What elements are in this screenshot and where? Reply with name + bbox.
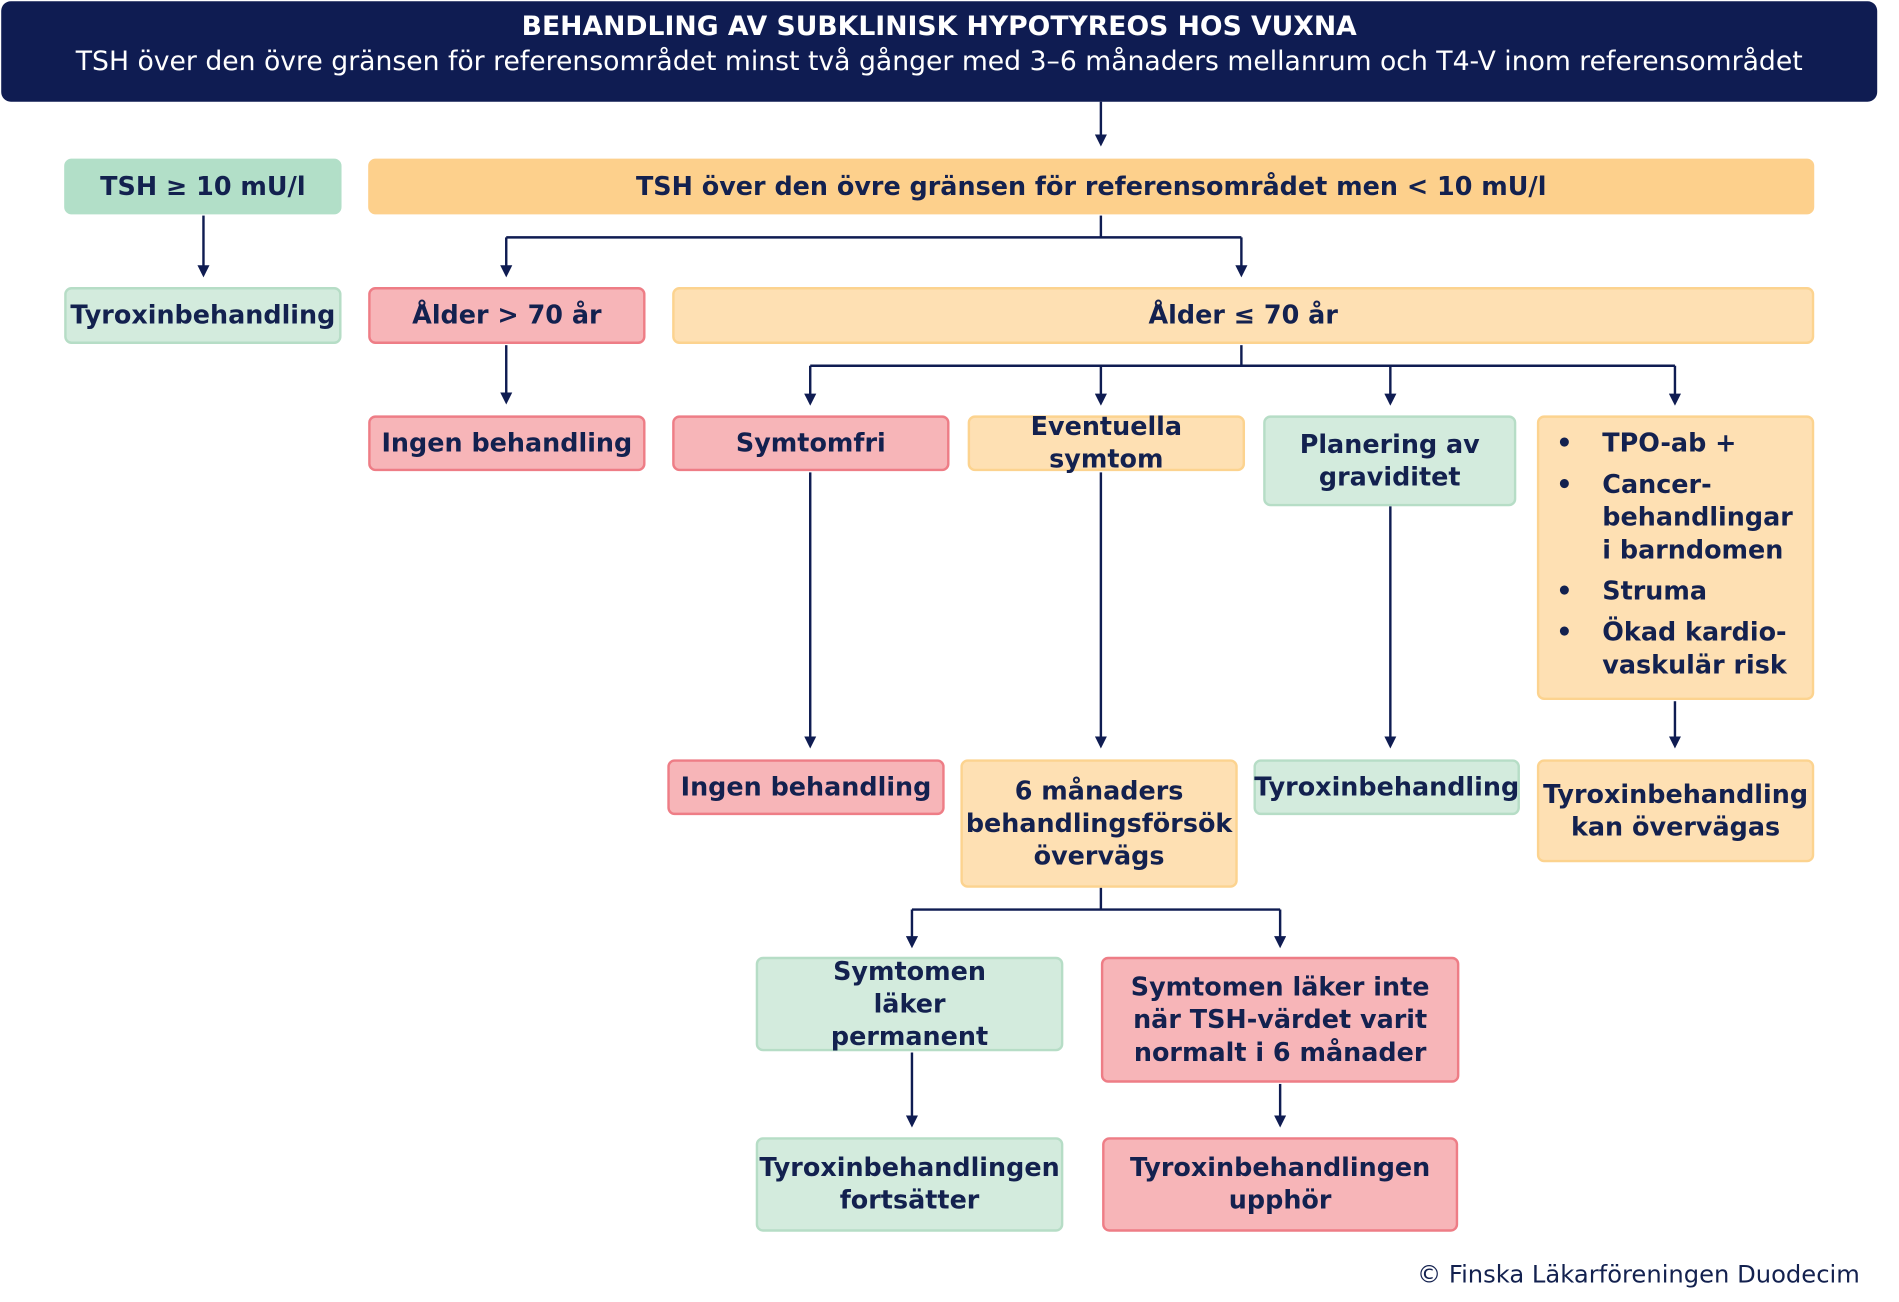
treatment-trial-box: 6 månaders behandlingsförsök övervägs [960,759,1238,888]
risk-item: •Struma [1539,575,1811,608]
symptomfree-box: Symtomfri [672,415,950,472]
pregnancy-planning-box: Planering av graviditet [1263,415,1517,507]
age-over-70-box: Ålder > 70 år [368,287,646,344]
bullet-icon: • [1556,576,1573,606]
risk-factors-box: •TPO-ab + •Cancer-behandlingar i barndom… [1536,415,1815,701]
no-treatment-box-2: Ingen behandling [667,759,945,816]
tsh-mid-box: TSH över den övre gränsen för referensom… [368,158,1815,215]
risk-item: •TPO-ab + [1539,428,1811,461]
treatment-continues-box: Tyroxinbehandlingen fortsätter [755,1137,1064,1232]
bullet-icon: • [1556,469,1573,499]
risk-item: •Cancer-behandlingar i barndomen [1556,469,1793,565]
tyroxin-pregnancy-box: Tyroxinbehandling [1253,759,1520,816]
treatment-stops-box: Tyroxinbehandlingen upphör [1102,1137,1459,1232]
no-treatment-box-1: Ingen behandling [368,415,646,472]
possible-symptoms-box: Eventuella symtom [967,412,1246,474]
copyright-text: © Finska Läkarföreningen Duodecim [1416,1259,1860,1289]
risk-item: •Ökad kardio-vaskulär risk [1556,617,1787,680]
bullet-icon: • [1556,617,1573,647]
header-subtitle: TSH över den övre gränsen för referensom… [75,47,1803,78]
symptoms-relieved-box: Symtomen läker permanent [755,956,1064,1052]
tsh-high-box: TSH ≥ 10 mU/l [64,158,342,215]
symptoms-not-relieved-box: Symtomen läker inte när TSH-värdet varit… [1100,956,1460,1083]
tyroxin-left-box: Tyroxinbehandling [64,287,342,344]
age-under-70-box: Ålder ≤ 70 år [672,287,1815,344]
bullet-icon: • [1556,428,1573,458]
header-title: BEHANDLING AV SUBKLINISK HYPOTYREOS HOS … [521,12,1357,43]
tyroxin-consider-box: Tyroxinbehandling kan övervägas [1536,759,1815,863]
header-banner: BEHANDLING AV SUBKLINISK HYPOTYREOS HOS … [1,1,1878,102]
